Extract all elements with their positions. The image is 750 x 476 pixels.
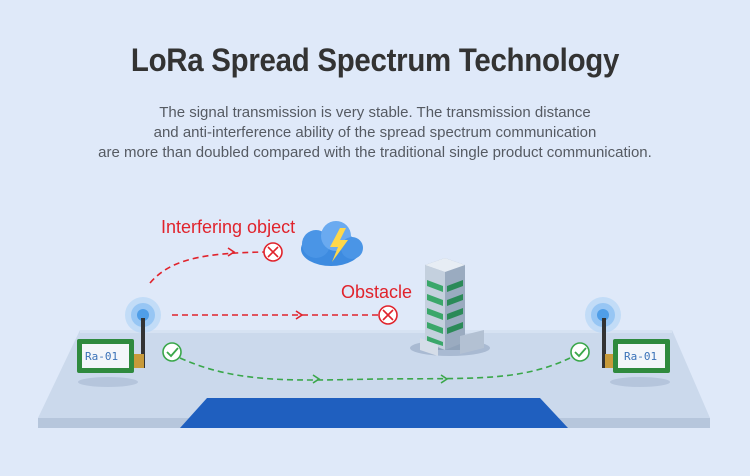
check-circle-icon [570, 342, 590, 362]
description-line-3: are more than doubled compared with the … [98, 144, 652, 161]
obstacle-label: Obstacle [341, 282, 413, 302]
x-circle-icon [263, 242, 283, 262]
success-path [179, 357, 571, 381]
left-module-label: Ra-01 [85, 350, 118, 363]
check-circle-icon [162, 342, 182, 362]
success-arrow-icon [312, 374, 321, 384]
x-circle-icon [378, 305, 398, 325]
interfering-object-label: Interfering object [161, 217, 296, 237]
right-module-label: Ra-01 [624, 350, 657, 363]
building-icon [410, 258, 490, 356]
lightning-cloud-icon [301, 221, 363, 266]
description: The signal transmission is very stable. … [40, 103, 710, 163]
obstacle-arrow-icon [295, 310, 304, 320]
description-line-1: The signal transmission is very stable. … [159, 104, 591, 121]
success-arrow-icon [440, 374, 449, 384]
left-signal-waves [125, 297, 161, 333]
water-channel [180, 398, 568, 428]
interference-path [149, 251, 266, 284]
left-module: Ra-01 [77, 318, 145, 387]
page-title: LoRa Spread Spectrum Technology [130, 42, 620, 78]
description-line-2: and anti-interference ability of the spr… [153, 124, 597, 141]
right-module: Ra-01 [602, 318, 670, 387]
interference-arrow-icon [227, 247, 236, 257]
